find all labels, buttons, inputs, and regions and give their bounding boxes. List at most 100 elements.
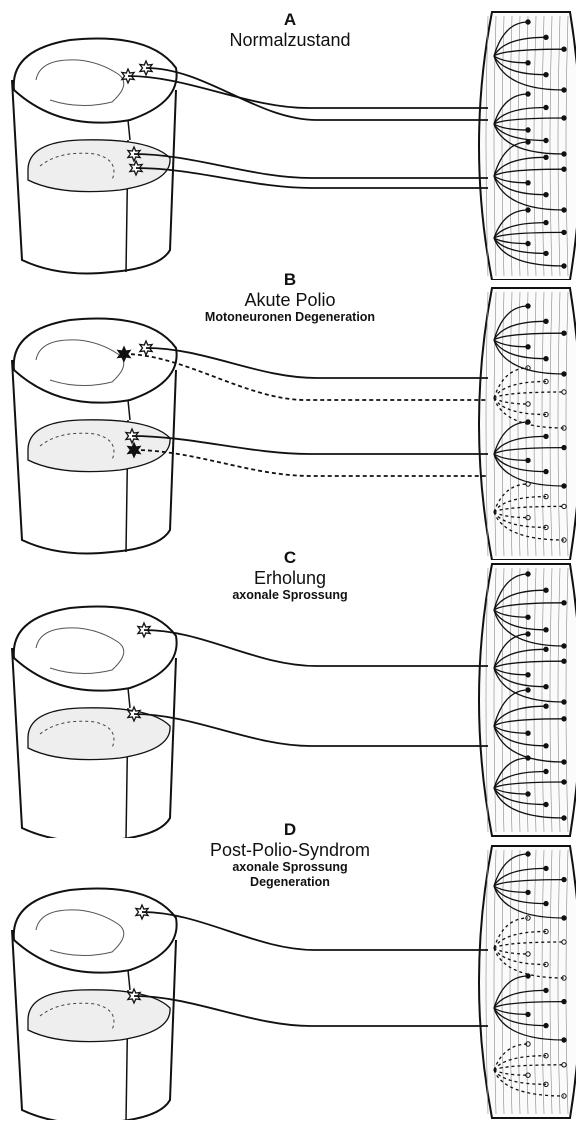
nerve-ending bbox=[562, 116, 566, 120]
nerve-ending bbox=[562, 659, 566, 663]
nerve-ending bbox=[562, 208, 566, 212]
nerve-ending bbox=[544, 685, 548, 689]
nerve-ending bbox=[544, 866, 548, 870]
nerve-ending bbox=[526, 890, 530, 894]
panel-subtitle: Degeneration bbox=[190, 875, 390, 889]
nerve-ending bbox=[526, 304, 530, 308]
nerve-ending bbox=[562, 88, 566, 92]
panel-d-caption: D Post-Polio-Syndrom axonale Sprossung D… bbox=[190, 820, 390, 889]
nerve-ending bbox=[526, 92, 530, 96]
nerve-ending bbox=[562, 780, 566, 784]
panel-c-caption: C Erholung axonale Sprossung bbox=[190, 548, 390, 603]
axon bbox=[134, 714, 488, 746]
nerve-ending bbox=[544, 588, 548, 592]
nerve-ending bbox=[526, 852, 530, 856]
axon bbox=[146, 348, 488, 378]
axon bbox=[144, 630, 488, 666]
nerve-ending bbox=[526, 140, 530, 144]
nerve-ending bbox=[562, 717, 566, 721]
nerve-ending bbox=[544, 704, 548, 708]
nerve-ending bbox=[544, 628, 548, 632]
nerve-ending bbox=[562, 230, 566, 234]
nerve-ending bbox=[526, 756, 530, 760]
nerve-ending bbox=[562, 760, 566, 764]
nerve-ending bbox=[526, 20, 530, 24]
panel-subtitle: axonale Sprossung bbox=[190, 860, 390, 874]
nerve-ending bbox=[526, 345, 530, 349]
nerve-ending bbox=[562, 700, 566, 704]
panel-a-caption: A Normalzustand bbox=[190, 10, 390, 50]
nerve-ending bbox=[562, 372, 566, 376]
nerve-ending bbox=[544, 319, 548, 323]
nerve-ending bbox=[526, 458, 530, 462]
nerve-ending bbox=[526, 1012, 530, 1016]
nerve-ending bbox=[544, 357, 548, 361]
panel-letter: A bbox=[190, 10, 390, 30]
panel-subtitle: axonale Sprossung bbox=[190, 588, 390, 602]
axon bbox=[146, 68, 488, 120]
nerve-ending bbox=[562, 445, 566, 449]
nerve-ending bbox=[562, 601, 566, 605]
nerve-ending bbox=[562, 484, 566, 488]
panel-b: B Akute Polio Motoneuronen Degeneration bbox=[0, 270, 576, 560]
axon bbox=[132, 436, 488, 454]
nerve-ending bbox=[544, 769, 548, 773]
panel-b-caption: B Akute Polio Motoneuronen Degeneration bbox=[190, 270, 390, 325]
panel-title: Erholung bbox=[190, 568, 390, 589]
nerve-ending bbox=[526, 792, 530, 796]
nerve-ending bbox=[526, 208, 530, 212]
nerve-ending bbox=[544, 105, 548, 109]
axon bbox=[134, 154, 488, 178]
nerve-ending bbox=[526, 241, 530, 245]
nerve-ending bbox=[562, 999, 566, 1003]
axon bbox=[142, 912, 488, 950]
nerve-ending bbox=[544, 988, 548, 992]
nerve-ending bbox=[562, 47, 566, 51]
panel-letter: D bbox=[190, 820, 390, 840]
nerve-ending bbox=[526, 615, 530, 619]
panel-title: Post-Polio-Syndrom bbox=[190, 840, 390, 861]
nerve-ending bbox=[526, 673, 530, 677]
nerve-ending bbox=[562, 152, 566, 156]
nerve-ending bbox=[544, 251, 548, 255]
nerve-ending bbox=[526, 61, 530, 65]
nerve-ending bbox=[544, 744, 548, 748]
axon bbox=[128, 76, 488, 108]
nerve-ending bbox=[544, 138, 548, 142]
nerve-ending bbox=[544, 469, 548, 473]
nerve-ending bbox=[562, 167, 566, 171]
nerve-ending bbox=[526, 974, 530, 978]
panel-a: A Normalzustand bbox=[0, 0, 576, 280]
nerve-ending bbox=[526, 420, 530, 424]
panel-d: D Post-Polio-Syndrom axonale Sprossung D… bbox=[0, 820, 576, 1120]
nerve-ending bbox=[562, 331, 566, 335]
nerve-ending bbox=[526, 128, 530, 132]
muscle bbox=[479, 12, 576, 280]
nerve-ending bbox=[544, 647, 548, 651]
nerve-ending bbox=[544, 1023, 548, 1027]
nerve-ending bbox=[562, 916, 566, 920]
nerve-ending bbox=[526, 731, 530, 735]
nerve-ending bbox=[562, 644, 566, 648]
nerve-ending bbox=[526, 181, 530, 185]
nerve-ending bbox=[544, 434, 548, 438]
panel-title: Normalzustand bbox=[190, 30, 390, 51]
nerve-ending bbox=[526, 572, 530, 576]
panel-letter: C bbox=[190, 548, 390, 568]
panel-letter: B bbox=[190, 270, 390, 290]
panel-title: Akute Polio bbox=[190, 290, 390, 311]
nerve-ending bbox=[526, 688, 530, 692]
nerve-ending bbox=[544, 193, 548, 197]
panel-c: C Erholung axonale Sprossung bbox=[0, 548, 576, 838]
nerve-ending bbox=[544, 802, 548, 806]
nerve-ending bbox=[544, 220, 548, 224]
nerve-ending bbox=[526, 632, 530, 636]
panel-subtitle: Motoneuronen Degeneration bbox=[190, 310, 390, 324]
nerve-ending bbox=[562, 877, 566, 881]
axon bbox=[134, 996, 488, 1026]
nerve-ending bbox=[544, 73, 548, 77]
nerve-ending bbox=[544, 35, 548, 39]
nerve-ending bbox=[562, 264, 566, 268]
nerve-ending bbox=[562, 1038, 566, 1042]
nerve-ending bbox=[544, 901, 548, 905]
